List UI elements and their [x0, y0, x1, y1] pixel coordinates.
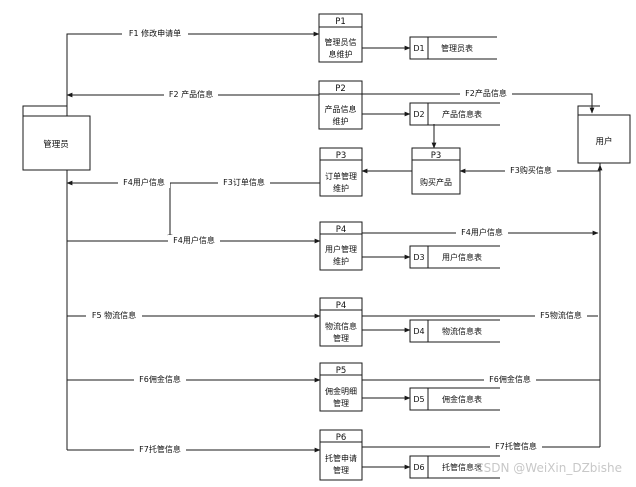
process-p4-logistics-name-2: 管理: [333, 333, 349, 343]
flow-f1-label: F1 修改申请单: [129, 28, 181, 38]
flow-f5-label: F5 物流信息: [92, 310, 136, 320]
process-p1: P1 管理员信 息维护: [318, 13, 363, 63]
store-d6: D6 托管信息表: [409, 455, 500, 479]
store-d3-id: D3: [413, 253, 424, 262]
flow-f2b-line: [361, 93, 595, 114]
flow-f2b-label: F2产品信息: [465, 88, 507, 98]
process-p5-id: P5: [336, 366, 347, 376]
flow-f4c-label: F4用户信息: [173, 235, 215, 245]
process-p3-buy: P3 购买产品: [411, 147, 461, 195]
process-p6-name-2: 管理: [333, 465, 349, 475]
process-p3-order-name-2: 维护: [333, 183, 349, 193]
process-p2-name-2: 维护: [333, 116, 349, 126]
store-d4-id: D4: [413, 327, 424, 336]
flow-f6b-label: F6佣金信息: [489, 374, 531, 384]
flow-labels: F1 修改申请单 F2 产品信息 F2产品信息 F3订单信息 F3购买信息 F4…: [86, 28, 587, 455]
store-d4-name: 物流信息表: [442, 326, 482, 336]
process-p4-logistics-id: P4: [336, 301, 347, 311]
store-d1-id: D1: [413, 44, 424, 53]
process-p4-logistics: P4 物流信息 管理: [319, 297, 363, 347]
process-p3-order: P3 订单管理 维护: [319, 147, 363, 197]
store-d2-name: 产品信息表: [442, 109, 482, 119]
flow-f6-label: F6佣金信息: [139, 374, 181, 384]
process-p6-id: P6: [336, 433, 347, 443]
process-p4-logistics-name-1: 物流信息: [325, 321, 357, 331]
flow-f7b-label: F7托管信息: [495, 441, 537, 451]
process-p5: P5 佣金明细 管理: [319, 362, 363, 412]
entity-admin: 管理员: [22, 105, 91, 171]
process-p1-name-2: 息维护: [329, 49, 353, 59]
process-p4-user-name-2: 维护: [333, 256, 349, 266]
process-p3-order-id: P3: [336, 151, 347, 161]
process-p4-user-id: P4: [336, 225, 347, 235]
flow-f4b-label: F4用户信息: [461, 227, 503, 237]
store-d6-id: D6: [413, 463, 424, 472]
entity-admin-label: 管理员: [43, 139, 69, 150]
store-d5: D5 佣金信息表: [409, 387, 500, 411]
store-d5-name: 佣金信息表: [442, 394, 482, 404]
process-p2-id: P2: [335, 84, 346, 94]
process-p3-buy-name: 购买产品: [420, 177, 452, 187]
store-d2-id: D2: [413, 110, 424, 119]
flow-f3b-label: F3购买信息: [510, 165, 552, 175]
process-p3-order-name-1: 订单管理: [325, 171, 357, 181]
flow-f2-label: F2 产品信息: [169, 89, 213, 99]
entity-user: 用户: [577, 105, 631, 164]
store-d1-name: 管理员表: [441, 43, 473, 53]
process-p1-name-1: 管理员信: [325, 37, 357, 47]
process-p6-name-1: 托管申请: [325, 453, 357, 463]
store-d3: D3 用户信息表: [409, 245, 500, 269]
process-p2: P2 产品信息 维护: [318, 80, 363, 130]
flow-f4a-label: F4用户信息: [123, 177, 165, 187]
store-d5-id: D5: [413, 395, 424, 404]
entity-user-label: 用户: [595, 136, 612, 147]
store-d4: D4 物流信息表: [409, 319, 500, 343]
store-d1: D1 管理员表: [409, 36, 497, 60]
store-d6-name: 托管信息表: [442, 462, 482, 472]
store-d2: D2 产品信息表: [409, 102, 500, 126]
flow-f1-line: [66, 31, 320, 106]
flow-f7-label: F7托管信息: [139, 444, 181, 454]
process-p6: P6 托管申请 管理: [319, 429, 363, 481]
flow-f3-label: F3订单信息: [223, 177, 265, 187]
flow-f5b-label: F5物流信息: [540, 310, 582, 320]
process-p2-name-1: 产品信息: [325, 104, 357, 114]
process-p5-name-2: 管理: [333, 398, 349, 408]
watermark-text: CSDN @WeiXin_DZbishe: [475, 461, 622, 475]
process-p5-name-1: 佣金明细: [325, 386, 357, 396]
process-p3-buy-id: P3: [431, 151, 442, 161]
process-p4-user: P4 用户管理 维护: [319, 221, 363, 271]
process-p4-user-name-1: 用户管理: [325, 244, 357, 254]
store-d3-name: 用户信息表: [442, 252, 482, 262]
process-p1-id: P1: [335, 17, 346, 27]
